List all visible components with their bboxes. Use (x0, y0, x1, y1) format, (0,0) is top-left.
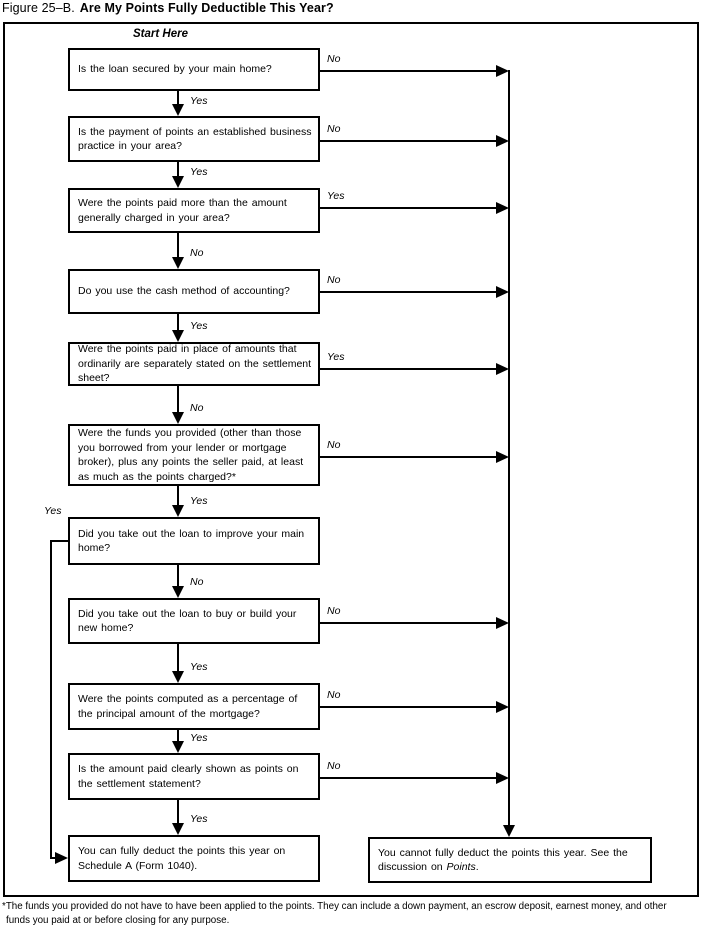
figure-number: Figure 25–B. (2, 1, 75, 15)
footnote-line-1: *The funds you provided do not have to h… (2, 901, 667, 912)
question-box-points-in-place-of-amounts: Were the points paid in place of amounts… (68, 342, 320, 386)
connector-label: No (327, 689, 341, 701)
connector-line (320, 622, 498, 624)
question-text: Did you take out the loan to buy or buil… (78, 607, 297, 635)
connector-line (177, 730, 179, 741)
arrow-down-icon (172, 257, 184, 269)
question-text: Is the payment of points an established … (78, 125, 312, 153)
connector-line (50, 540, 68, 542)
points-term: Points (446, 861, 476, 873)
figure-title: Figure 25–B. Are My Points Fully Deductib… (2, 1, 334, 15)
start-here-label: Start Here (133, 28, 188, 40)
result-box-can-deduct: You can fully deduct the points this yea… (68, 835, 320, 882)
arrow-down-icon (172, 104, 184, 116)
result-box-cannot-deduct: You cannot fully deduct the points this … (368, 837, 652, 883)
connector-line (177, 314, 179, 330)
arrow-right-icon (496, 701, 509, 713)
arrow-right-icon (496, 286, 509, 298)
connector-label: No (327, 53, 341, 65)
question-box-points-on-settlement-statement: Is the amount paid clearly shown as poin… (68, 753, 320, 800)
question-text: Is the amount paid clearly shown as poin… (78, 763, 299, 790)
question-text: Do you use the cash method of accounting… (78, 285, 290, 298)
arrow-down-icon (172, 671, 184, 683)
collector-line (508, 70, 510, 826)
connector-line (320, 291, 498, 293)
arrow-right-icon (496, 202, 509, 214)
connector-label: No (327, 760, 341, 772)
connector-label: Yes (44, 505, 62, 517)
footnote: *The funds you provided do not have to h… (2, 900, 721, 928)
arrow-right-icon (496, 772, 509, 784)
result-text: You cannot fully deduct the points this … (378, 846, 628, 874)
arrow-down-icon (172, 741, 184, 753)
arrow-down-icon (172, 586, 184, 598)
connector-label: No (190, 402, 204, 414)
connector-label: Yes (327, 190, 345, 202)
connector-line (177, 233, 179, 257)
connector-label: Yes (190, 320, 208, 332)
connector-line (50, 540, 52, 859)
connector-line (320, 70, 498, 72)
arrow-right-icon (496, 65, 509, 77)
flowchart-border (3, 22, 699, 897)
question-box-points-more-than-amount: Were the points paid more than the amoun… (68, 188, 320, 233)
connector-label: Yes (190, 166, 208, 178)
question-text: Were the funds you provided (other than … (78, 427, 304, 483)
question-box-loan-to-buy-or-build: Did you take out the loan to buy or buil… (68, 598, 320, 644)
connector-line (320, 706, 498, 708)
arrow-right-icon (496, 363, 509, 375)
result-text: You can fully deduct the points this yea… (78, 845, 286, 872)
connector-label: No (327, 605, 341, 617)
arrow-right-icon (496, 451, 509, 463)
connector-label: Yes (190, 661, 208, 673)
connector-line (320, 207, 498, 209)
connector-line (320, 140, 498, 142)
connector-line (177, 565, 179, 586)
question-box-points-percentage: Were the points computed as a percentage… (68, 683, 320, 730)
connector-label: Yes (190, 495, 208, 507)
arrow-down-icon (172, 412, 184, 424)
arrow-down-icon (172, 823, 184, 835)
question-text: Is the loan secured by your main home? (78, 63, 272, 76)
connector-line (177, 486, 179, 505)
arrow-down-icon (503, 825, 515, 837)
arrow-down-icon (172, 330, 184, 342)
connector-line (177, 91, 179, 104)
connector-label: Yes (190, 813, 208, 825)
question-box-secured-by-main-home: Is the loan secured by your main home? (68, 48, 320, 91)
arrow-right-icon (496, 135, 509, 147)
connector-line (177, 386, 179, 412)
arrow-right-icon (496, 617, 509, 629)
connector-line (50, 857, 58, 859)
question-text: Did you take out the loan to improve you… (78, 527, 305, 555)
question-box-funds-provided: Were the funds you provided (other than … (68, 424, 320, 486)
connector-label: No (327, 123, 341, 135)
connector-line (177, 644, 179, 671)
connector-line (177, 162, 179, 176)
arrow-right-icon (55, 852, 68, 864)
footnote-line-2: funds you paid at or before closing for … (6, 915, 230, 926)
connector-label: No (190, 247, 204, 259)
connector-label: No (190, 576, 204, 588)
question-box-established-practice: Is the payment of points an established … (68, 116, 320, 162)
connector-label: Yes (190, 95, 208, 107)
connector-line (320, 368, 498, 370)
connector-label: No (327, 274, 341, 286)
connector-line (177, 800, 179, 823)
question-text: Were the points computed as a percentage… (78, 693, 298, 720)
arrow-down-icon (172, 176, 184, 188)
connector-label: Yes (190, 732, 208, 744)
connector-line (320, 456, 498, 458)
connector-label: No (327, 439, 341, 451)
connector-line (320, 777, 498, 779)
question-box-cash-method: Do you use the cash method of accounting… (68, 269, 320, 314)
arrow-down-icon (172, 505, 184, 517)
question-text: Were the points paid more than the amoun… (78, 197, 287, 224)
question-text: Were the points paid in place of amounts… (78, 343, 312, 385)
connector-label: Yes (327, 351, 345, 363)
figure-title-text: Are My Points Fully Deductible This Year… (79, 1, 334, 15)
question-box-loan-to-improve: Did you take out the loan to improve you… (68, 517, 320, 565)
